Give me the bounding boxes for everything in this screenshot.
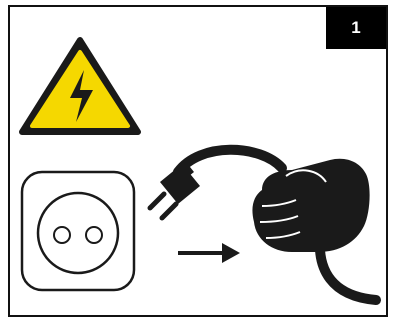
power-outlet-icon — [22, 172, 134, 290]
arrow-right-icon — [178, 243, 240, 263]
high-voltage-warning-icon — [22, 40, 138, 132]
hand-icon — [252, 159, 376, 300]
